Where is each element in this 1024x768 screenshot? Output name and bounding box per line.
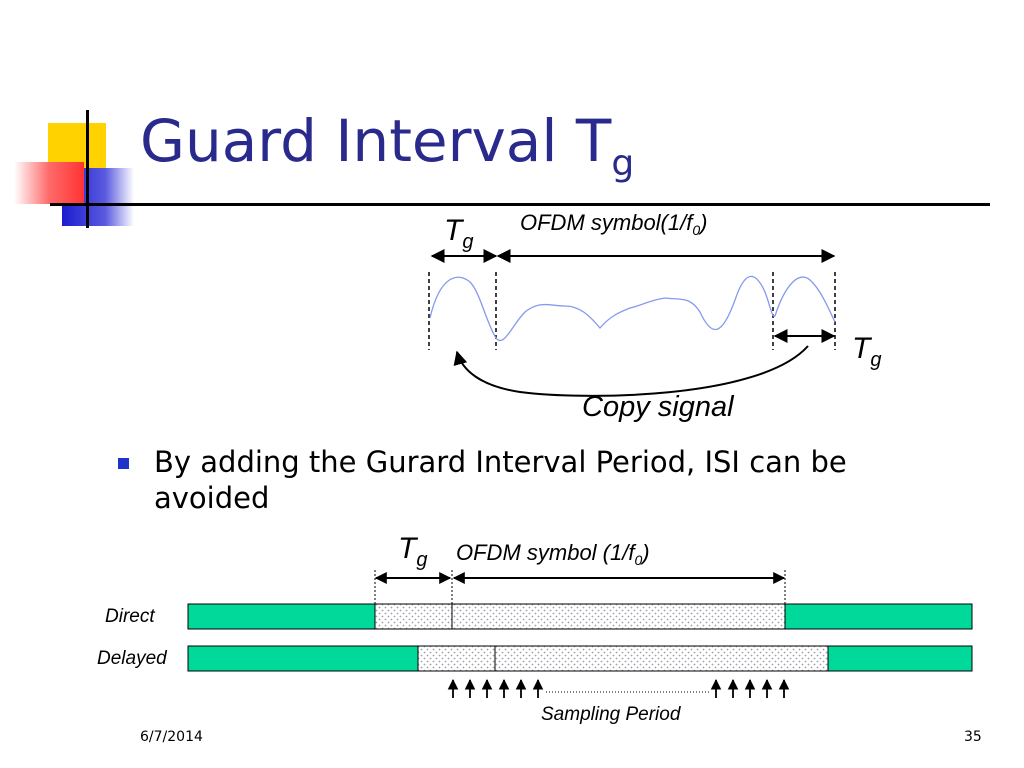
copy-arrow	[453, 345, 809, 397]
direct-symbol-block	[451, 603, 786, 630]
row-label-direct: Direct	[105, 606, 155, 627]
bullet-icon	[118, 458, 129, 469]
row-label-delayed: Delayed	[97, 648, 168, 669]
delayed-bar-right	[827, 645, 973, 672]
copy-signal-label: Copy signal	[582, 391, 735, 423]
page-title: Guard Interval Tg	[140, 107, 635, 184]
decor-vertical-line	[86, 110, 89, 228]
footer-date: 6/7/2014	[140, 729, 203, 745]
tg-label-bottom: Tg	[398, 532, 427, 571]
delayed-guard-block	[417, 645, 496, 672]
delayed-bar-left	[187, 645, 419, 672]
delayed-symbol-block	[494, 645, 829, 672]
ofdm-symbol-label-bottom: OFDM symbol (1/f0)	[456, 540, 650, 568]
sampling-period-label: Sampling Period	[541, 704, 682, 725]
sampling-arrows-left	[447, 678, 544, 698]
sampling-arrows-right	[710, 678, 790, 698]
direct-guard-block	[374, 603, 453, 630]
tg-label-right: Tg	[852, 332, 881, 371]
tg-label-top: Tg	[444, 214, 473, 253]
decor-red-square	[14, 162, 84, 204]
bullet-text: By adding the Gurard Interval Period, IS…	[154, 445, 847, 515]
ofdm-symbol-label-top: OFDM symbol(1/f0)	[520, 210, 707, 238]
direct-bar-left	[187, 603, 376, 630]
ofdm-waveform	[429, 275, 836, 341]
page-number: 35	[964, 729, 982, 745]
direct-bar-right	[784, 603, 973, 630]
title-divider	[50, 203, 990, 206]
